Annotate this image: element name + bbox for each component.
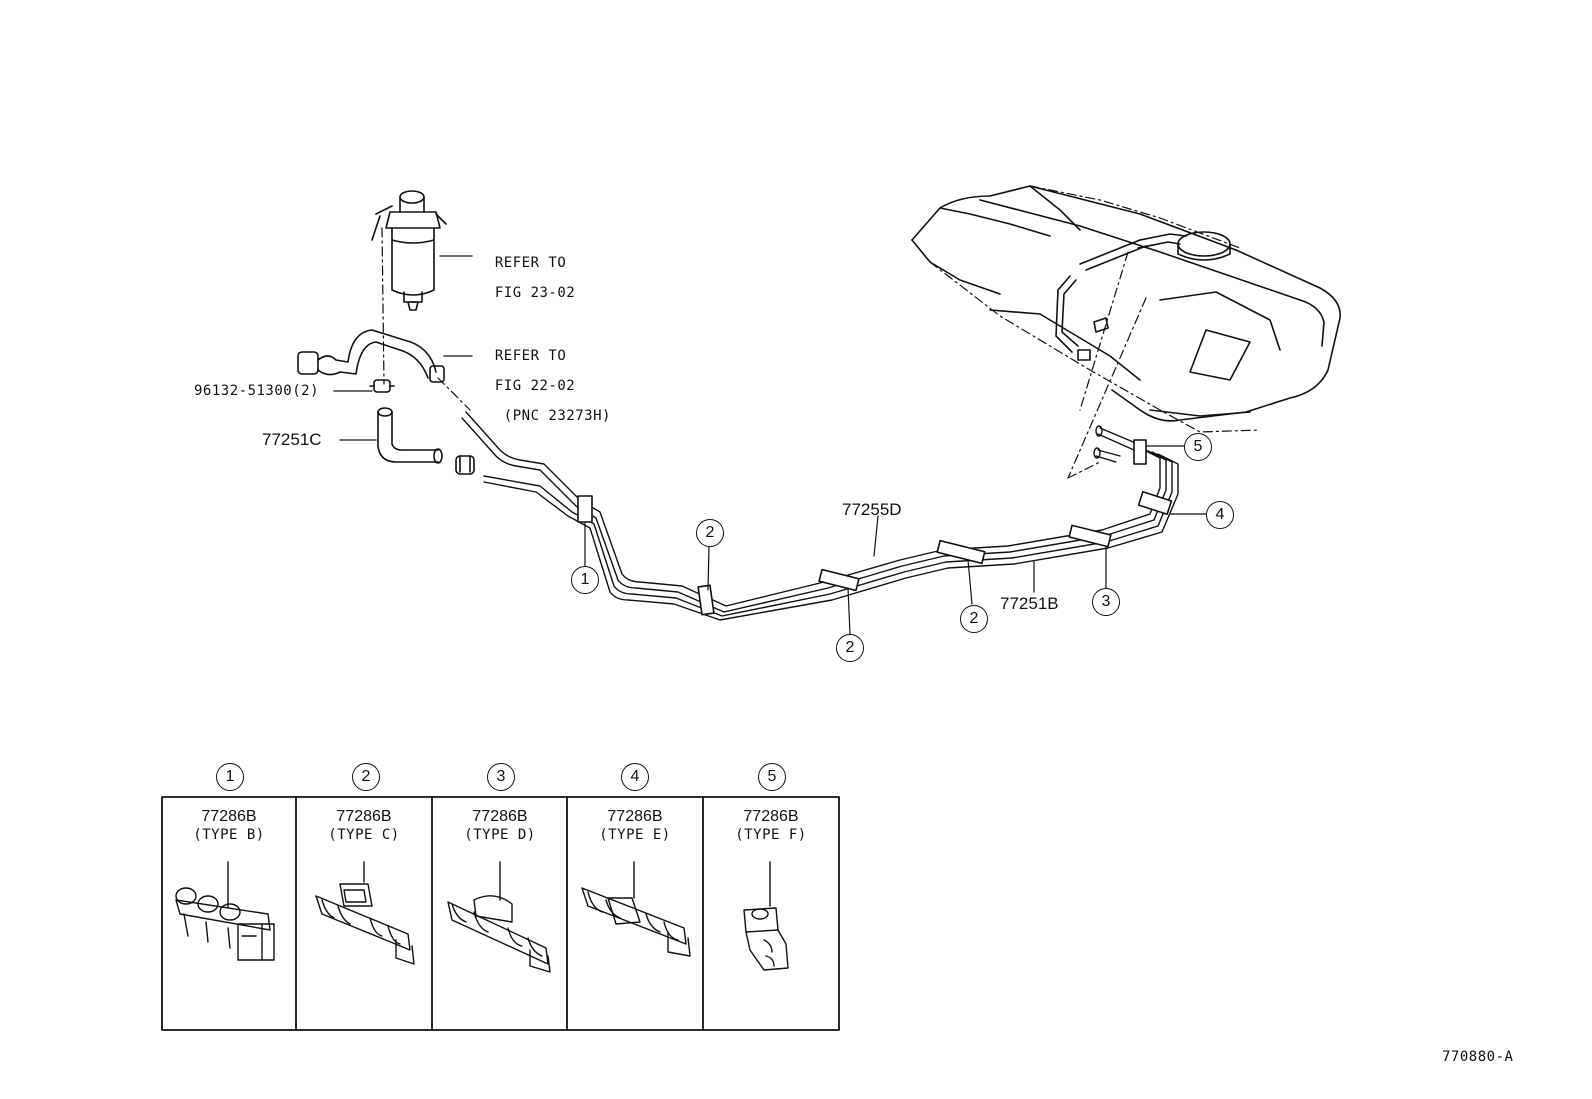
clamp-table-grid	[161, 796, 840, 1031]
guide-lines	[381, 227, 1147, 479]
refer-fig-22-line-2: FIG 22-02	[494, 378, 576, 394]
clamp-part-number: 77286B	[743, 808, 799, 825]
part-label-77251b: 77251B	[1000, 594, 1059, 613]
clamp-cell-type-d: 77286B (TYPE D)	[433, 808, 567, 844]
clamp-type-label: (TYPE B)	[193, 827, 265, 843]
table-callout-4: 4	[621, 763, 649, 791]
clamp-cell-type-e: 77286B (TYPE E)	[568, 808, 702, 844]
callout-4: 4	[1206, 501, 1234, 529]
clamp-type-c-sketch	[315, 861, 415, 965]
table-callout-5: 5	[758, 763, 786, 791]
upper-hose-drawing	[297, 329, 473, 383]
refer-fig-22-line-1: REFER TO	[494, 348, 567, 364]
clamp-cell-type-c: 77286B (TYPE C)	[297, 808, 431, 844]
table-callout-3: 3	[487, 763, 515, 791]
table-callout-1: 1	[216, 763, 244, 791]
clamp-type-label: (TYPE F)	[735, 827, 807, 843]
clamp-type-b-sketch	[175, 861, 275, 961]
hose-77251c-drawing	[339, 407, 443, 464]
clamp-cell-type-b: 77286B (TYPE B)	[162, 808, 296, 844]
clamp-type-f-sketch	[743, 861, 789, 971]
part-label-96132: 96132-51300(2)	[194, 383, 320, 399]
drawing-id: 770880-A	[1442, 1049, 1514, 1065]
refer-fig-23-line-1: REFER TO	[494, 255, 567, 271]
clamp-part-number: 77286B	[472, 808, 528, 825]
callout-2b: 2	[836, 634, 864, 662]
clamp-type-label: (TYPE C)	[328, 827, 400, 843]
clamp-type-label: (TYPE D)	[464, 827, 536, 843]
part-label-77251c: 77251C	[262, 430, 322, 449]
clamp-part-number: 77286B	[607, 808, 663, 825]
callout-1: 1	[571, 566, 599, 594]
clamp-type-e-sketch	[581, 861, 691, 957]
refer-fig-23-line-2: FIG 23-02	[494, 285, 576, 301]
fuel-tubes-drawing	[461, 411, 1179, 621]
callout-2c: 2	[960, 605, 988, 633]
refer-label-fig-22: REFER TO FIG 22-02 (PNC 23273H)	[477, 334, 611, 424]
fuel-tank-drawing	[911, 185, 1341, 422]
refer-label-fig-23: REFER TO FIG 23-02	[477, 241, 575, 301]
callout-3: 3	[1092, 588, 1120, 616]
part-label-77255d: 77255D	[842, 500, 902, 519]
clamp-type-d-sketch	[447, 861, 551, 973]
leader-lines	[584, 445, 1207, 635]
clamp-96132-drawing	[333, 379, 395, 393]
refer-fig-22-line-3: (PNC 23273H)	[494, 408, 611, 424]
tube-clamps-drawing	[577, 439, 1173, 616]
table-callout-2: 2	[352, 763, 380, 791]
clamp-part-number: 77286B	[201, 808, 257, 825]
callout-5: 5	[1184, 433, 1212, 461]
tank-phantom-lines	[929, 185, 1261, 433]
callout-2a: 2	[696, 519, 724, 547]
clamp-cell-type-f: 77286B (TYPE F)	[704, 808, 838, 844]
hose-clip-drawing	[455, 455, 475, 475]
fuel-filter-drawing	[371, 190, 473, 311]
clamp-part-number: 77286B	[336, 808, 392, 825]
clamp-type-label: (TYPE E)	[599, 827, 671, 843]
